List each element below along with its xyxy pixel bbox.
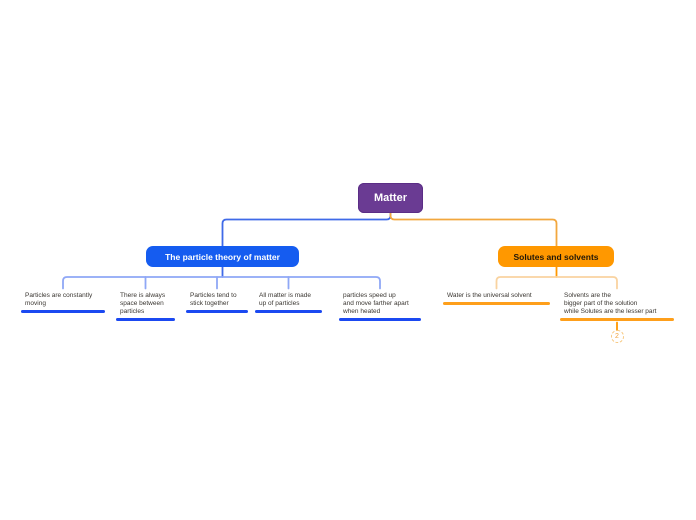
leaf-label: Particles tend to stick together [190,292,237,307]
leaf-underline [186,309,248,313]
node-particle-theory[interactable]: The particle theory of matter [146,246,299,267]
node-particles-stick-together[interactable]: Particles tend to stick together [186,292,248,313]
collapsed-count-badge[interactable]: 2 [610,330,624,343]
connector-root-to-solutes [389,212,558,247]
collapsed-count-label: 2 [615,333,619,340]
node-particles-constantly-moving[interactable]: Particles are constantly moving [21,292,105,313]
node-particle-theory-label: The particle theory of matter [165,251,280,262]
node-solutes-solvents[interactable]: Solutes and solvents [498,246,614,267]
node-matter-made-of-particles[interactable]: All matter is made up of particles [255,292,322,313]
leaf-underline [255,309,322,313]
node-solutes-solvents-label: Solutes and solvents [513,251,599,262]
connector-root-to-particle-theory [221,212,392,247]
leaf-label: Solvents are the bigger part of the solu… [564,292,657,315]
leaf-underline [560,317,674,321]
connector-particle-theory-drops [144,276,290,290]
leaf-underline [21,309,105,313]
node-particles-speed-up-heated[interactable]: particles speed up and move farther apar… [339,292,421,321]
leaf-label: Water is the universal solvent [447,292,532,299]
node-space-between-particles[interactable]: There is always space between particles [116,292,175,321]
leaf-label: Particles are constantly moving [25,292,93,307]
leaf-underline [443,301,550,305]
leaf-underline [339,317,421,321]
connector-particle-theory-rail [62,276,381,290]
leaf-label: All matter is made up of particles [259,292,312,307]
connector-solutes-rail [495,276,618,290]
node-root-label: Matter [373,192,407,204]
leaf-label: particles speed up and move farther apar… [343,292,409,315]
leaf-label: There is always space between particles [120,292,166,315]
node-root-matter[interactable]: Matter [358,183,423,213]
node-water-universal-solvent[interactable]: Water is the universal solvent [443,292,550,305]
node-solvents-bigger-part[interactable]: Solvents are the bigger part of the solu… [560,292,674,321]
leaf-underline [116,317,175,321]
